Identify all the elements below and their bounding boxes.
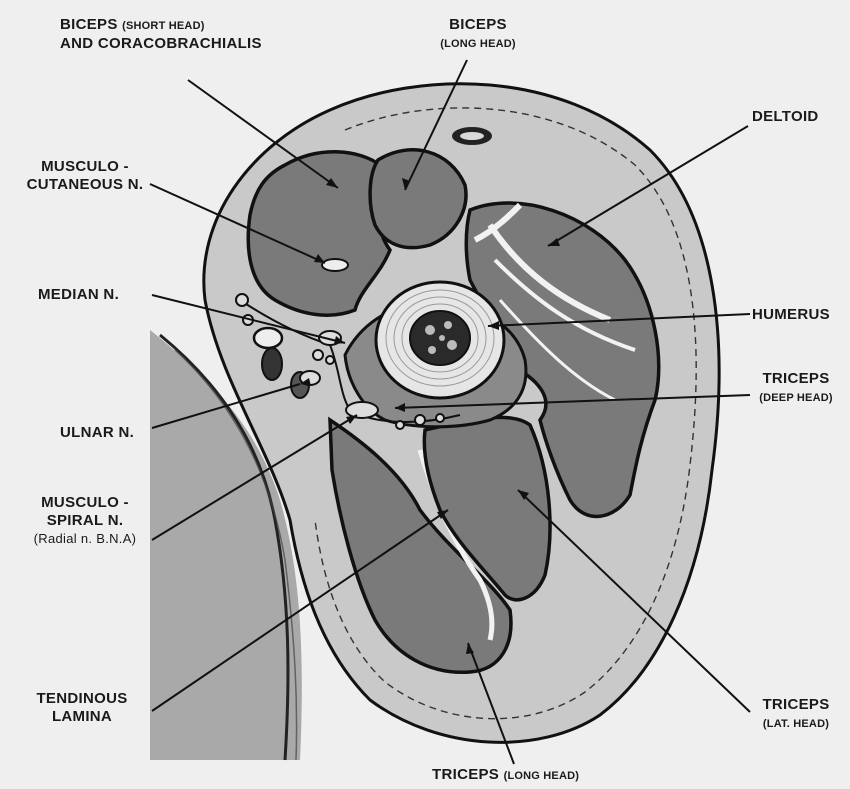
- label-biceps-short-small: (SHORT HEAD): [122, 20, 204, 32]
- label-median-nerve: MEDIAN N.: [38, 286, 119, 304]
- label-tendinous-lamina: TENDINOUS LAMINA: [20, 690, 144, 726]
- humerus: [376, 282, 504, 398]
- musculocutaneous-nerve: [322, 259, 348, 271]
- label-ulnar-nerve: ULNAR N.: [60, 424, 134, 442]
- label-triceps-lat-line1: TRICEPS: [762, 696, 829, 713]
- label-musculospiral-nerve: MUSCULO - SPIRAL N. (Radial n. B.N.A): [12, 494, 158, 548]
- brachial-artery: [254, 328, 282, 348]
- label-musculocutaneous: MUSCULO - CUTANEOUS N.: [18, 158, 152, 194]
- label-biceps-long-line2: (LONG HEAD): [440, 38, 516, 50]
- label-triceps-long-head: TRICEPS (LONG HEAD): [432, 766, 579, 785]
- label-triceps-deep-head: TRICEPS (DEEP HEAD): [744, 370, 848, 407]
- label-tendinous-line1: TENDINOUS: [36, 690, 127, 707]
- label-biceps-short-line1: BICEPS: [60, 16, 118, 33]
- label-triceps-lat-line2: (LAT. HEAD): [763, 718, 829, 730]
- label-triceps-lateral-head: TRICEPS (LAT. HEAD): [744, 696, 848, 733]
- label-triceps-long-line2: (LONG HEAD): [504, 770, 580, 782]
- label-musculocutaneous-line2: CUTANEOUS N.: [27, 176, 144, 193]
- label-biceps-long-head: BICEPS (LONG HEAD): [418, 16, 538, 53]
- label-tendinous-line2: LAMINA: [52, 708, 112, 725]
- label-musculospiral-line3: (Radial n. B.N.A): [34, 531, 137, 546]
- label-biceps-long-line1: BICEPS: [449, 16, 507, 33]
- label-humerus: HUMERUS: [752, 306, 830, 324]
- label-biceps-short-head: BICEPS (SHORT HEAD) AND CORACOBRACHIALIS: [60, 16, 262, 53]
- label-triceps-long-line1: TRICEPS: [432, 766, 499, 783]
- label-triceps-deep-line2: (DEEP HEAD): [759, 392, 833, 404]
- musculospiral-nerve: [346, 402, 378, 418]
- label-biceps-short-line2: AND CORACOBRACHIALIS: [60, 35, 262, 52]
- label-deltoid: DELTOID: [752, 108, 819, 126]
- label-musculospiral-line2: SPIRAL N.: [47, 512, 124, 529]
- label-musculospiral-line1: MUSCULO -: [41, 494, 129, 511]
- label-musculocutaneous-line1: MUSCULO -: [41, 158, 129, 175]
- cephalic-vein-lumen: [460, 132, 484, 140]
- label-triceps-deep-line1: TRICEPS: [762, 370, 829, 387]
- basilic-vein: [262, 348, 282, 380]
